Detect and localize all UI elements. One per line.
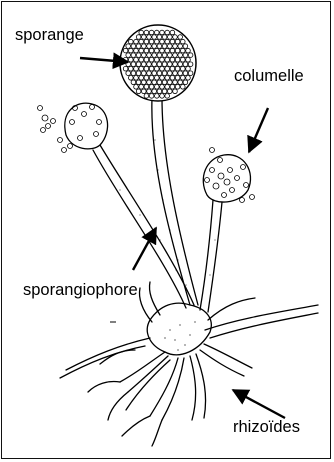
base-texture xyxy=(164,321,195,350)
arrow-icon xyxy=(233,390,285,418)
label-sporange: sporange xyxy=(15,27,84,44)
sporangiophore-stalks xyxy=(93,98,222,312)
arrow-icon xyxy=(249,108,268,152)
left-columelle xyxy=(38,103,108,152)
sporange-head xyxy=(120,25,196,101)
right-columelle xyxy=(203,148,254,203)
stalk-texture xyxy=(120,140,216,286)
label-sporangiophore: sporangiophore xyxy=(23,282,138,299)
label-columelle: columelle xyxy=(234,68,304,85)
label-rhizoides: rhizoïdes xyxy=(233,419,300,436)
